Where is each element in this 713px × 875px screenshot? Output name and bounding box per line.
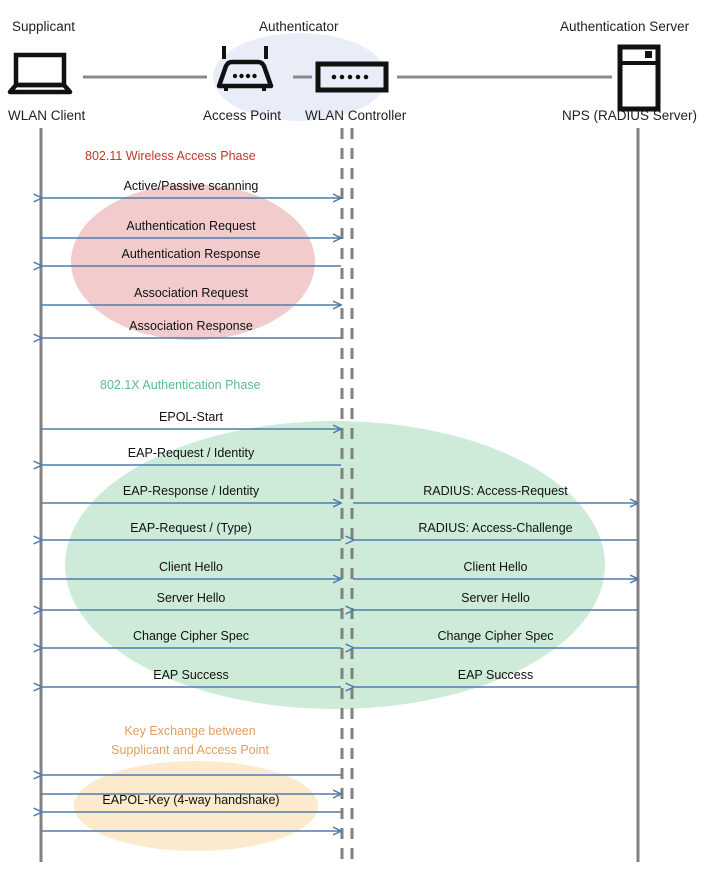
message-label: Association Response: [129, 319, 253, 333]
actor-role-auth-server: Authentication Server: [560, 19, 690, 34]
actor-device-nps: NPS (RADIUS Server): [562, 108, 698, 123]
message-label: RADIUS: Access-Challenge: [418, 521, 573, 535]
phase-ellipse-dot1x: [65, 421, 605, 709]
phase-ellipse-wireless-access: [71, 184, 315, 340]
message-label: Server Hello: [156, 591, 226, 605]
message-label: EAP Success: [153, 668, 229, 682]
actor-role-authenticator: Authenticator: [259, 19, 339, 34]
laptop-icon: [7, 52, 73, 95]
message-label: RADIUS: Access-Request: [423, 484, 568, 498]
actor-device-wlan-client: WLAN Client: [8, 108, 86, 123]
message-label: Change Cipher Spec: [437, 629, 554, 643]
server-icon: [617, 44, 661, 112]
actor-role-supplicant: Supplicant: [12, 19, 76, 34]
message-label: EAP-Request / (Type): [130, 521, 252, 535]
phase-ellipse-key-exchange: [74, 761, 318, 851]
message-label: Client Hello: [463, 560, 528, 574]
message-label: EPOL-Start: [159, 410, 223, 424]
message-label: Server Hello: [461, 591, 530, 605]
message-label: Authentication Request: [126, 219, 256, 233]
phase-label-key-exchange-line2: Supplicant and Access Point: [111, 743, 269, 757]
message-label: Authentication Response: [121, 247, 261, 261]
message-label: Client Hello: [159, 560, 223, 574]
actor-device-wlan-controller: WLAN Controller: [305, 108, 407, 123]
message-label: Change Cipher Spec: [132, 629, 250, 643]
message-label: EAP-Request / Identity: [127, 446, 255, 460]
phase-label-key-exchange-line1: Key Exchange between: [124, 724, 256, 738]
actor-device-access-point: Access Point: [203, 108, 282, 123]
message-label: Active/Passive scanning: [123, 179, 259, 193]
message-label: Association Request: [134, 286, 248, 300]
message-label: EAP-Response / Identity: [122, 484, 260, 498]
phase-label-dot1x: 802.1X Authentication Phase: [100, 378, 261, 392]
message-label: EAP Success: [457, 668, 534, 682]
phase-label-wireless-access: 802.11 Wireless Access Phase: [85, 149, 256, 163]
access-point-icon: [216, 46, 274, 91]
message-label: EAPOL-Key (4-way handshake): [102, 793, 280, 807]
wlan-controller-icon: [315, 61, 389, 93]
